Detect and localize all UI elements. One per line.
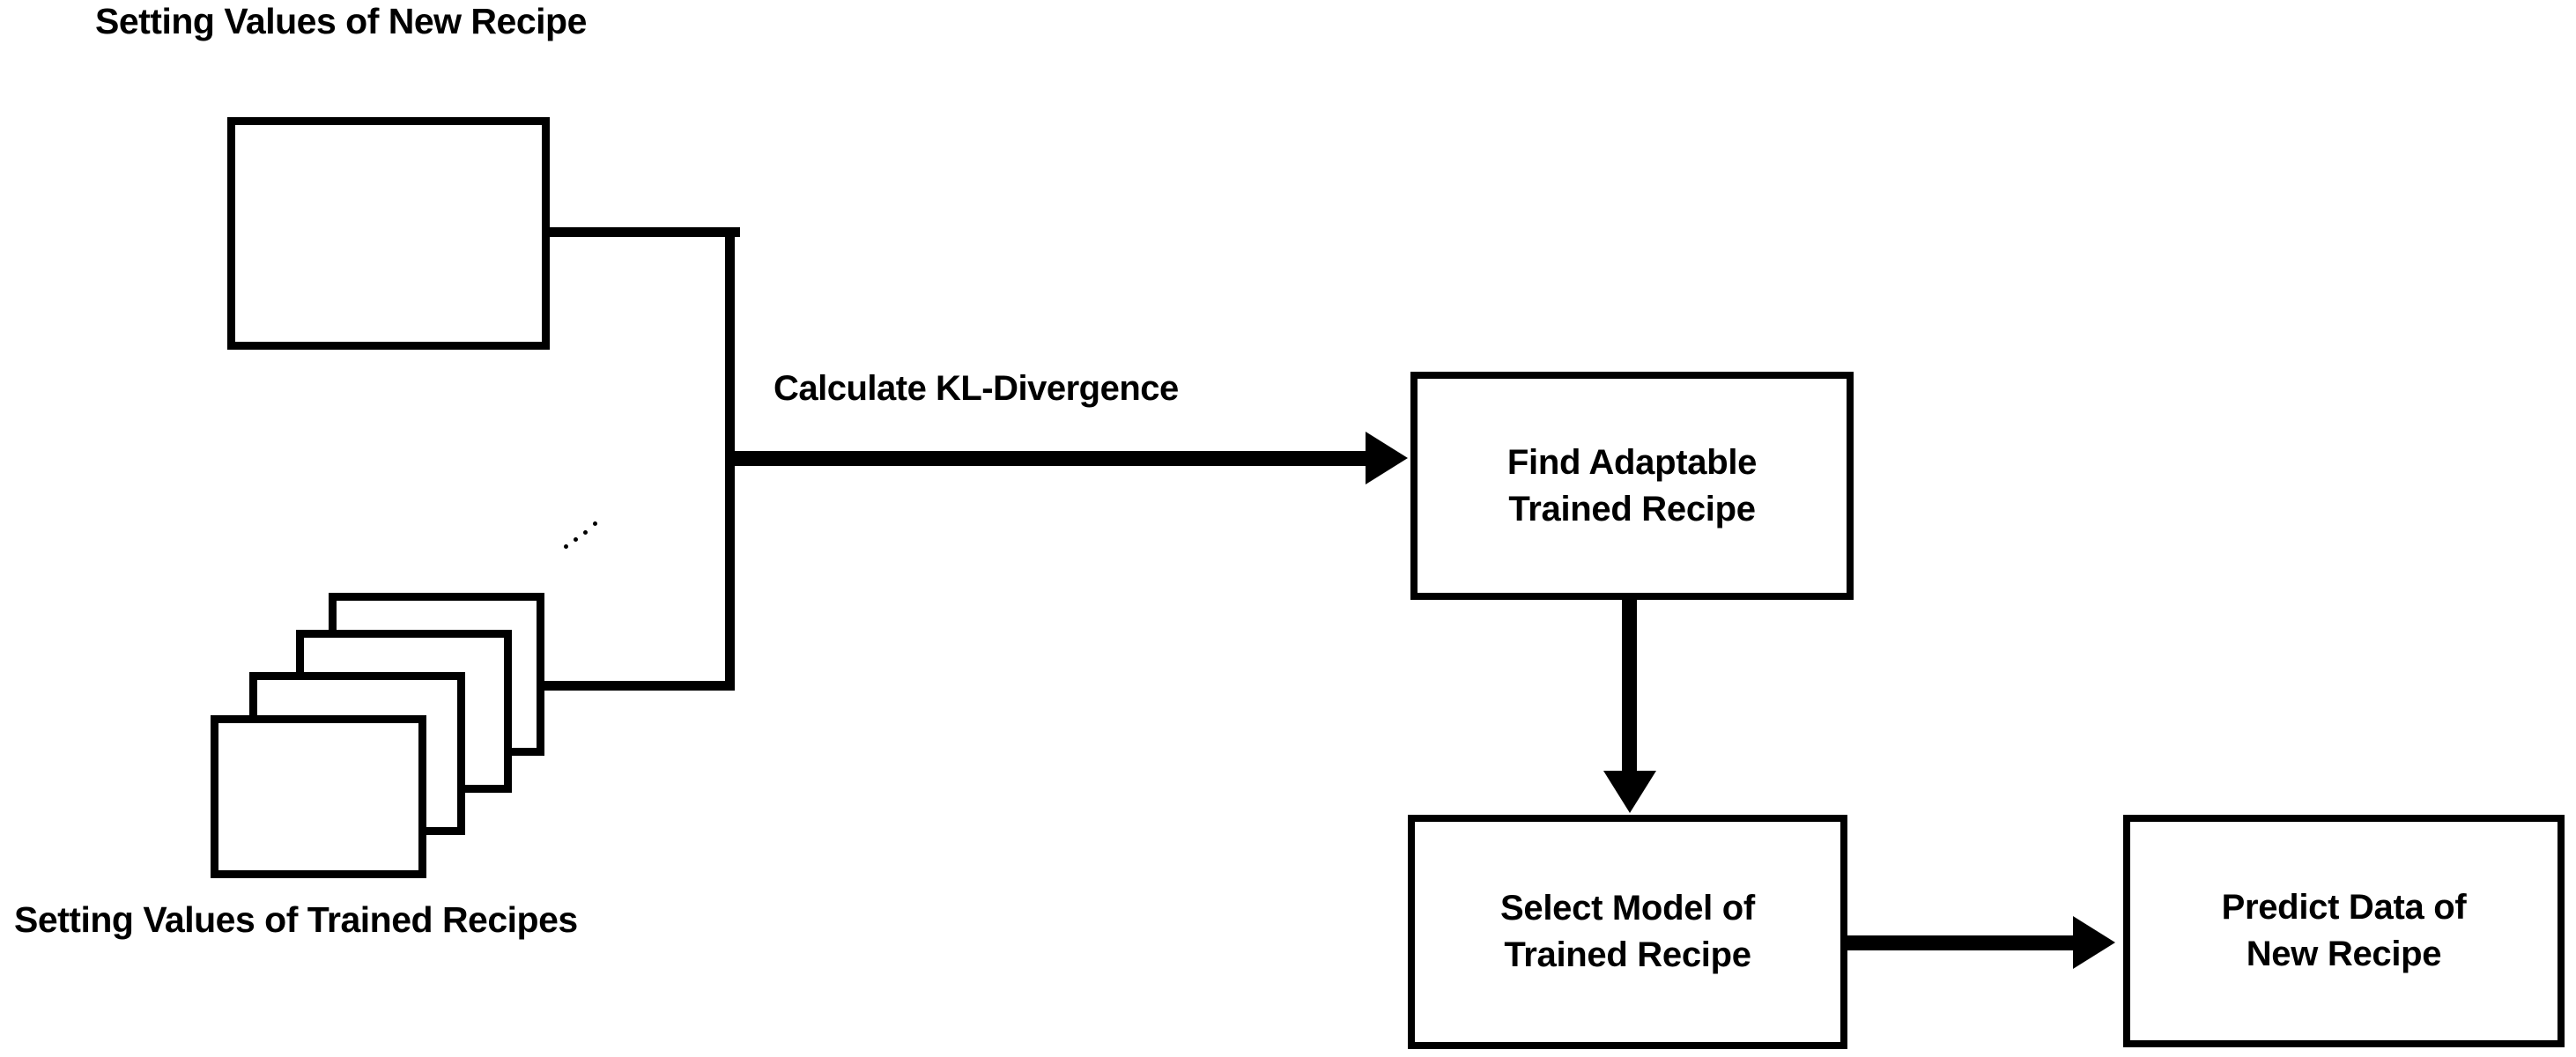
caption-trained-recipes: Setting Values of Trained Recipes <box>14 899 578 940</box>
bracket-top-segment <box>542 227 740 237</box>
bracket-bottom-segment <box>537 681 735 691</box>
node-predict-data-line1: Predict Data of <box>2221 888 2467 928</box>
node-select-model-line2: Trained Recipe <box>1504 935 1751 974</box>
trained-recipe-box-4 <box>211 715 426 878</box>
arrow-to-predict-data-head <box>2073 916 2115 969</box>
node-predict-data-line2: New Recipe <box>2246 935 2442 973</box>
arrow-to-select-model-shaft <box>1622 598 1637 774</box>
arrow-to-select-model-head <box>1603 771 1656 813</box>
caption-new-recipe: Setting Values of New Recipe <box>95 1 587 41</box>
node-predict-data-text: Predict Data of New Recipe <box>2222 884 2467 978</box>
node-select-model-line1: Select Model of <box>1500 889 1755 928</box>
node-select-model-of-trained-recipe: Select Model of Trained Recipe <box>1408 815 1847 1049</box>
arrow-to-find-adaptable-head <box>1366 432 1408 484</box>
arrow-to-predict-data-shaft <box>1843 935 2075 950</box>
arrow-to-find-adaptable-shaft <box>728 451 1367 466</box>
node-find-adaptable-line2: Trained Recipe <box>1508 489 1756 528</box>
ellipsis-dots-icon <box>564 518 606 553</box>
new-recipe-box <box>227 117 550 350</box>
node-find-adaptable-trained-recipe: Find Adaptable Trained Recipe <box>1410 372 1854 600</box>
edge-label-kl-divergence: Calculate KL-Divergence <box>774 369 1179 408</box>
node-select-model-text: Select Model of Trained Recipe <box>1500 885 1755 979</box>
node-find-adaptable-text: Find Adaptable Trained Recipe <box>1506 440 1758 533</box>
node-predict-data-of-new-recipe: Predict Data of New Recipe <box>2123 815 2565 1047</box>
node-find-adaptable-line1: Find Adaptable <box>1506 442 1758 482</box>
